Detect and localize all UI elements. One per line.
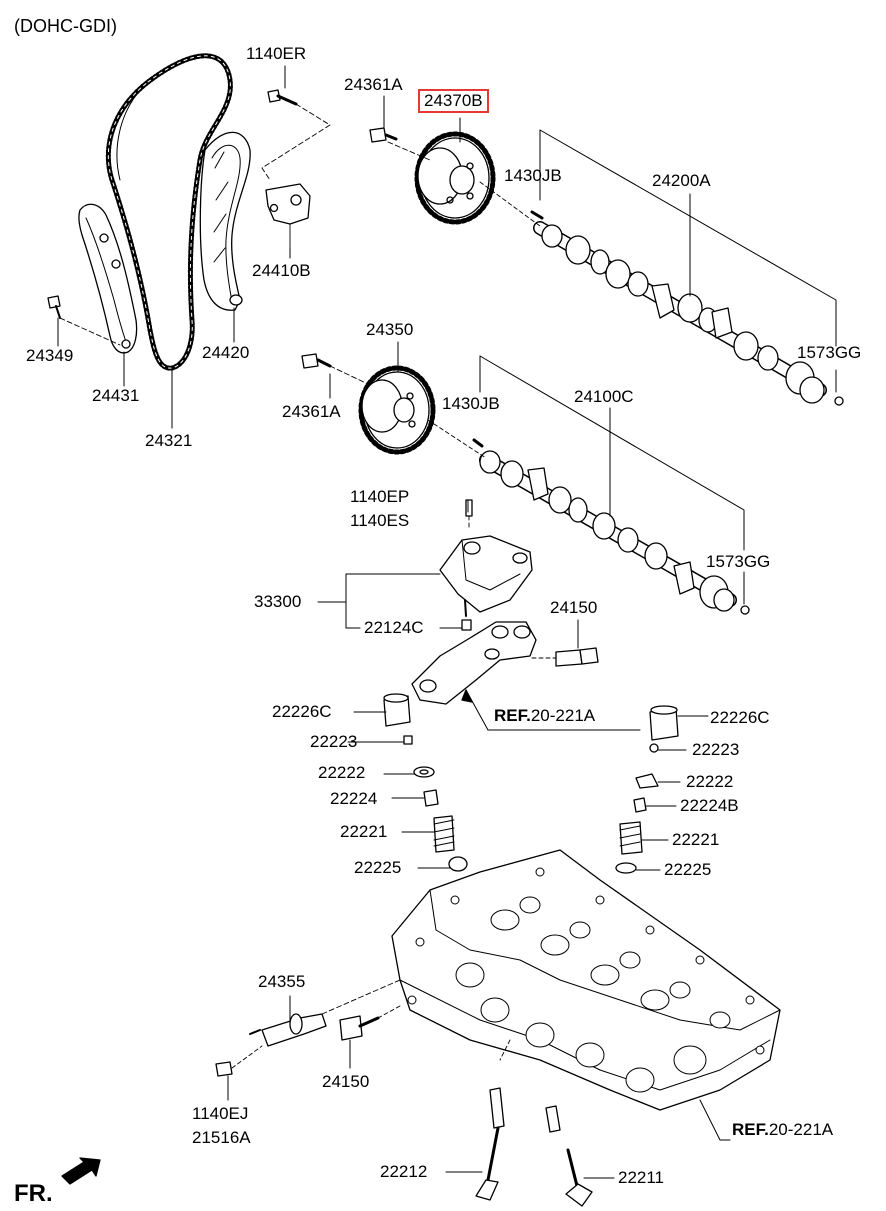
part-label-24370B-highlighted[interactable]: 24370B (418, 89, 489, 113)
valves (475, 1039, 593, 1207)
tensioner-24410B (265, 183, 311, 249)
part-label-1140ER[interactable]: 1140ER (246, 44, 307, 63)
reference-link-top[interactable]: REF.20-221A (494, 706, 595, 726)
part-label-1140EJ[interactable]: 1140EJ (192, 1104, 249, 1123)
part-label-24361A-top[interactable]: 24361A (344, 75, 403, 94)
part-label-24349[interactable]: 24349 (26, 346, 74, 365)
cylinder-head (391, 849, 781, 1141)
engine-variant-label: (DOHC-GDI) (14, 16, 117, 36)
part-label-22221-left[interactable]: 22221 (340, 822, 388, 841)
part-label-24420[interactable]: 24420 (202, 343, 250, 362)
part-label-22221-right[interactable]: 22221 (672, 830, 720, 849)
part-label-22226C-left[interactable]: 22226C (272, 702, 332, 721)
part-label-22222-left[interactable]: 22222 (318, 763, 366, 782)
ref-code: 20-221A (530, 706, 596, 725)
front-arrow-icon (61, 1157, 101, 1185)
part-label-24321[interactable]: 24321 (145, 431, 193, 450)
ref-prefix: REF. (732, 1120, 769, 1139)
ref-prefix: REF. (494, 706, 531, 725)
cam-sprocket-24370B (369, 127, 496, 225)
part-label-22224[interactable]: 22224 (330, 789, 378, 808)
part-label-24100C[interactable]: 24100C (574, 387, 634, 406)
bolt-1140ER (261, 89, 331, 181)
part-label-22223-left[interactable]: 22223 (310, 732, 358, 751)
valvetrain-left (383, 693, 468, 872)
part-label-22222-right[interactable]: 22222 (686, 772, 734, 791)
part-label-24355[interactable]: 24355 (258, 972, 306, 991)
valvetrain-right (615, 705, 679, 874)
part-label-24410B[interactable]: 24410B (252, 261, 311, 280)
part-label-22223-right[interactable]: 22223 (692, 740, 740, 759)
camshaft-24200A (479, 181, 844, 406)
chain-guide-24420 (199, 131, 251, 311)
part-label-24200A[interactable]: 24200A (652, 171, 711, 190)
part-label-1140ES[interactable]: 1140ES (350, 511, 410, 530)
part-label-24350[interactable]: 24350 (366, 320, 414, 339)
chain-guide-24431 (78, 203, 138, 354)
sensor-24150-bottom (339, 1005, 401, 1041)
timing-chain (105, 53, 233, 371)
part-label-33300[interactable]: 33300 (254, 592, 302, 611)
part-label-1573GG-top[interactable]: 1573GG (797, 343, 862, 362)
part-label-22224B[interactable]: 22224B (680, 796, 739, 815)
part-label-22211[interactable]: 22211 (618, 1168, 665, 1187)
cam-sprocket-24350 (301, 353, 436, 455)
ref-code: 20-221A (768, 1120, 834, 1139)
part-label-22124C[interactable]: 22124C (364, 618, 424, 637)
part-label-1430JB-top[interactable]: 1430JB (504, 166, 562, 185)
part-label-1140EP[interactable]: 1140EP (350, 487, 410, 506)
oil-control-valve-24355 (215, 979, 401, 1077)
part-label-24431[interactable]: 24431 (92, 386, 140, 405)
part-label-21516A[interactable]: 21516A (192, 1128, 251, 1147)
leader-lines (57, 65, 837, 1179)
bracket-33300 (439, 499, 533, 631)
part-label-24150-bottom[interactable]: 24150 (322, 1072, 370, 1091)
part-label-1430JB-mid[interactable]: 1430JB (442, 394, 500, 413)
part-label-1573GG-mid[interactable]: 1573GG (706, 552, 771, 571)
front-direction-label: FR. (14, 1180, 53, 1207)
reference-link-bottom[interactable]: REF.20-221A (732, 1120, 833, 1140)
part-label-22225-left[interactable]: 22225 (354, 858, 402, 877)
camshaft-24100C (427, 419, 750, 615)
cam-carrier (411, 621, 641, 731)
part-label-22212[interactable]: 22212 (380, 1162, 428, 1181)
part-label-22225-right[interactable]: 22225 (664, 860, 712, 879)
pin-24349 (47, 295, 121, 346)
part-label-22226C-right[interactable]: 22226C (710, 708, 770, 727)
part-label-24361A-mid[interactable]: 24361A (282, 402, 341, 421)
part-label-24150-top[interactable]: 24150 (550, 598, 598, 617)
